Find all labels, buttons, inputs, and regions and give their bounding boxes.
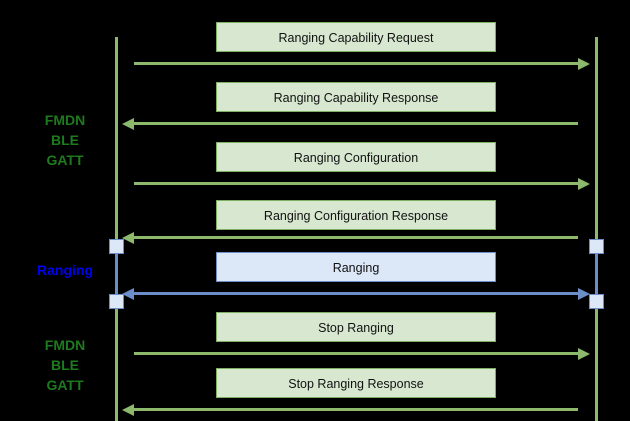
msg-stop-ranging[interactable]: Stop Ranging (216, 312, 496, 342)
msg-ranging-capability-request[interactable]: Ranging Capability Request (216, 22, 496, 52)
msg-ranging-capability-response-arrow (122, 117, 578, 130)
msg-stop-ranging-response[interactable]: Stop Ranging Response (216, 368, 496, 398)
activation-bar-right (595, 246, 598, 302)
phase-fmdn-ble-gatt-top: FMDN BLE GATT (44, 112, 86, 168)
msg-ranging-configuration-arrow (134, 177, 590, 190)
msg-ranging[interactable]: Ranging (216, 252, 496, 282)
phase-fmdn-ble-gatt-bottom: FMDN BLE GATT (44, 337, 86, 393)
arrowhead-left-icon (122, 403, 134, 416)
lifeline-left (115, 37, 118, 421)
activation-right-top (589, 239, 604, 254)
msg-ranging-configuration-response[interactable]: Ranging Configuration Response (216, 200, 496, 230)
arrowhead-right-icon (578, 287, 590, 300)
msg-ranging-capability-response[interactable]: Ranging Capability Response (216, 82, 496, 112)
msg-stop-ranging-arrow (134, 347, 590, 360)
msg-ranging-configuration-response-arrow (122, 231, 578, 244)
msg-stop-ranging-response-arrow (122, 403, 578, 416)
arrowhead-left-icon (122, 117, 134, 130)
arrowhead-left-icon (122, 231, 134, 244)
activation-left-top (109, 239, 124, 254)
msg-ranging-configuration[interactable]: Ranging Configuration (216, 142, 496, 172)
activation-bar-left (115, 246, 118, 302)
phase-ranging: Ranging (37, 262, 93, 278)
msg-ranging-capability-request-arrow (134, 57, 590, 70)
activation-left-bottom (109, 294, 124, 309)
msg-ranging-arrow (122, 287, 590, 300)
activation-right-bottom (589, 294, 604, 309)
arrowhead-right-icon (578, 57, 590, 70)
arrowhead-right-icon (578, 347, 590, 360)
arrowhead-left-icon (122, 287, 134, 300)
lifeline-right (595, 37, 598, 421)
arrowhead-right-icon (578, 177, 590, 190)
